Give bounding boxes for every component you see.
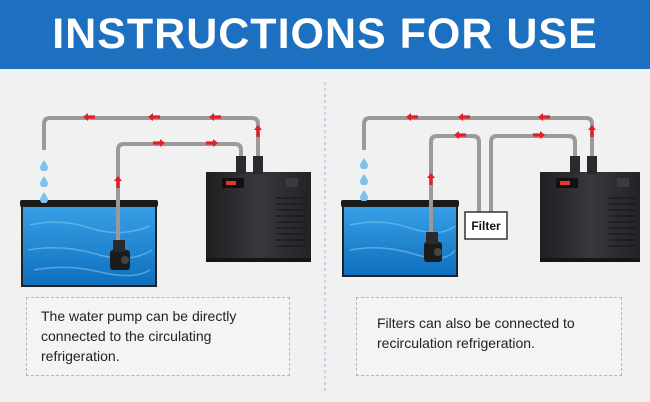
left-return-pipe [42, 116, 260, 158]
left-supply-pipe [116, 142, 243, 262]
left-water-tank [20, 200, 158, 287]
water-drop-icon [40, 192, 48, 203]
left-chiller [206, 156, 311, 262]
flow-arrow-up [254, 125, 262, 137]
left-diagram [20, 113, 311, 287]
right-pump-pipe [429, 134, 481, 252]
right-caption-text: Filters can also be connected to recircu… [377, 315, 575, 351]
filter-box: Filter [464, 211, 508, 240]
right-water-pump [424, 232, 442, 262]
water-drop-icon [360, 190, 368, 201]
title-banner: INSTRUCTIONS FOR USE [0, 0, 650, 69]
right-chiller [540, 156, 640, 262]
right-diagram: Filter [341, 113, 640, 277]
water-drop-icon [40, 160, 48, 171]
left-caption-box: The water pump can be directly connected… [26, 297, 290, 376]
page-title: INSTRUCTIONS FOR USE [52, 10, 598, 58]
right-return-pipe [362, 116, 594, 158]
water-drop-icon [40, 176, 48, 187]
right-caption-box: Filters can also be connected to recircu… [356, 297, 622, 376]
flow-arrow-up [114, 176, 122, 188]
water-drop-icon [360, 158, 368, 169]
flow-arrow-up [588, 125, 596, 137]
right-water-tank [341, 200, 459, 277]
flow-arrow-up [427, 173, 435, 185]
water-drop-icon [360, 174, 368, 185]
left-water-pump [110, 240, 130, 270]
filter-label: Filter [471, 219, 501, 233]
left-caption-text: The water pump can be directly connected… [41, 308, 237, 364]
